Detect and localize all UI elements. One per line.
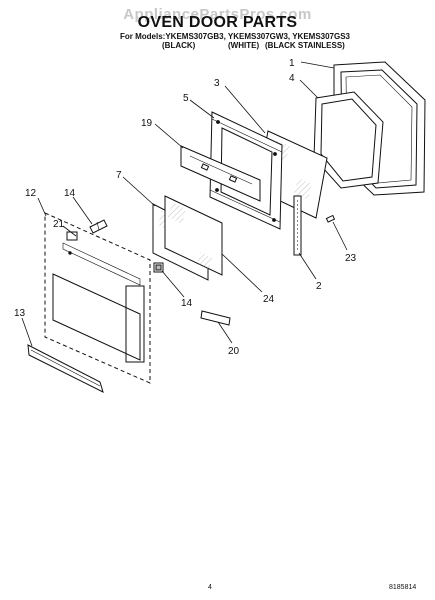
callout-numbers: 1 2 3 4 5 7 12 13 14 14 19 20 21 23 24 <box>14 58 357 357</box>
callout-4: 4 <box>289 73 295 84</box>
variant-white: (WHITE) <box>228 41 260 50</box>
document-number: 8185814 <box>389 584 417 591</box>
part-14-clip-lower <box>153 262 164 273</box>
page-number: 4 <box>208 584 212 591</box>
part-19-bracket <box>180 145 261 202</box>
callout-2: 2 <box>316 281 322 292</box>
callout-13: 13 <box>14 308 26 319</box>
callout-23: 23 <box>345 253 357 264</box>
part-20-trim <box>200 310 231 326</box>
callout-20: 20 <box>228 346 240 357</box>
leader-lines <box>21 61 348 347</box>
callout-5: 5 <box>183 93 189 104</box>
part-24-glass <box>164 195 223 276</box>
callout-1: 1 <box>289 58 295 69</box>
page-title: OVEN DOOR PARTS <box>137 14 298 31</box>
part-13-handle <box>27 344 104 393</box>
callout-14-lower: 14 <box>181 298 193 309</box>
variant-black-stainless: (BLACK STAINLESS) <box>265 41 345 50</box>
variant-black: (BLACK) <box>162 41 196 50</box>
callout-7: 7 <box>116 170 122 181</box>
part-14-clip-upper <box>89 219 108 234</box>
callout-12: 12 <box>25 188 37 199</box>
callout-14-upper: 14 <box>64 188 76 199</box>
watermark: AppliancePartsPros.com <box>123 6 312 23</box>
models-line: For Models:YKEMS307GB3, YKEMS307GW3, YKE… <box>120 32 351 41</box>
part-23-screw <box>325 214 336 223</box>
callout-21: 21 <box>53 219 65 230</box>
part-2-hinge-channel <box>293 195 302 256</box>
callout-19: 19 <box>141 118 153 129</box>
callout-24: 24 <box>263 294 275 305</box>
callout-3: 3 <box>214 78 220 89</box>
part-12-outer-door-panel <box>44 212 151 384</box>
